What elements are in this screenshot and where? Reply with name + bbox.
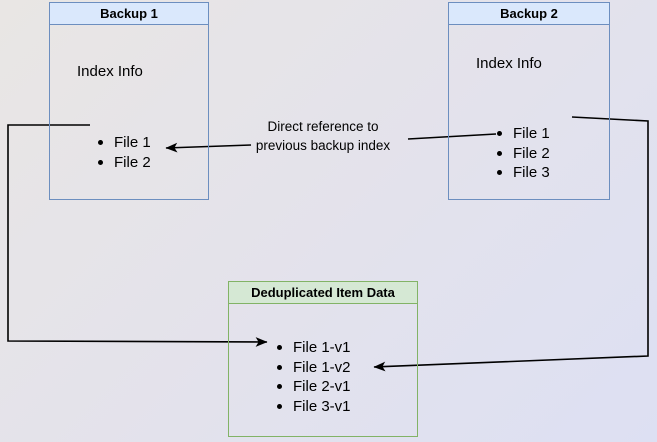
list-item: File 2 (449, 144, 609, 164)
backup2-file-list: File 1 File 2 File 3 (449, 124, 609, 183)
backup2-box: Backup 2 Index Info File 1 File 2 File 3 (448, 2, 610, 200)
list-item: File 1-v1 (229, 338, 417, 358)
list-item: File 1-v2 (229, 358, 417, 378)
direct-reference-label-line1: Direct reference to (267, 119, 379, 134)
backup1-box: Backup 1 Index Info File 1 File 2 (49, 2, 209, 200)
list-item: File 3 (449, 163, 609, 183)
backup1-subtitle: Index Info (77, 63, 143, 80)
dedup-file-list: File 1-v1 File 1-v2 File 2-v1 File 3-v1 (229, 338, 417, 416)
dedup-box: Deduplicated Item Data File 1-v1 File 1-… (228, 281, 418, 437)
list-item: File 2 (50, 153, 208, 173)
list-item: File 1 (449, 124, 609, 144)
direct-reference-label: Direct reference to previous backup inde… (223, 117, 423, 155)
dedup-title: Deduplicated Item Data (229, 282, 417, 304)
list-item: File 1 (50, 133, 208, 153)
backup1-body: Index Info File 1 File 2 (50, 63, 208, 172)
backup2-subtitle: Index Info (476, 55, 542, 72)
direct-reference-label-line2: previous backup index (255, 138, 391, 153)
backup2-title: Backup 2 (449, 3, 609, 25)
backup1-title: Backup 1 (50, 3, 208, 25)
backup1-file-list: File 1 File 2 (50, 133, 208, 172)
backup2-body: Index Info File 1 File 2 File 3 (449, 55, 609, 183)
dedup-body: File 1-v1 File 1-v2 File 2-v1 File 3-v1 (229, 338, 417, 416)
list-item: File 2-v1 (229, 377, 417, 397)
list-item: File 3-v1 (229, 397, 417, 417)
